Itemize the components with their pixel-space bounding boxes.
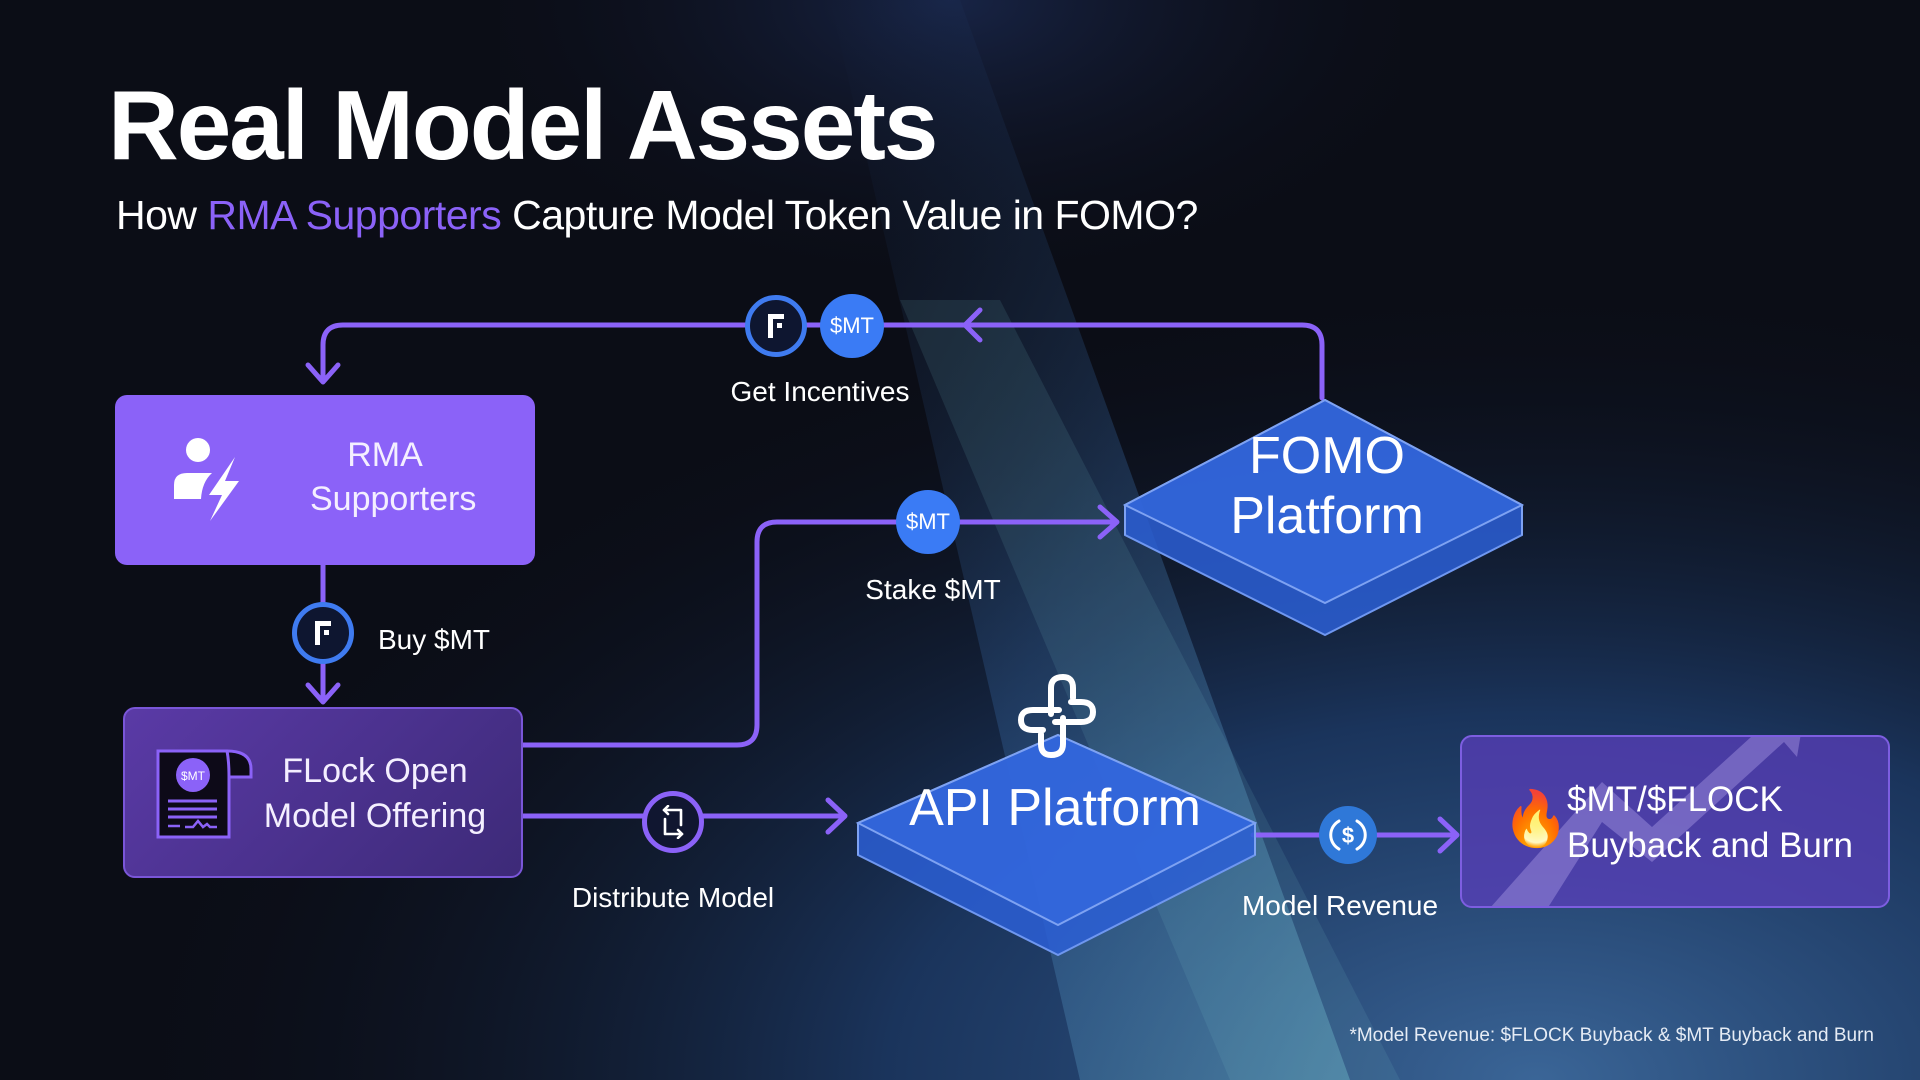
document-badge-text: $MT <box>181 769 206 783</box>
footnote: *Model Revenue: $FLOCK Buyback & $MT Buy… <box>1349 1025 1874 1046</box>
usd-coin-badge: $ <box>1319 806 1377 864</box>
flock-token-icon <box>745 295 807 357</box>
subtitle-suffix: Capture Model Token Value in FOMO? <box>501 192 1198 238</box>
fomo-line1: FOMO <box>1249 427 1405 485</box>
swap-icon <box>662 805 684 839</box>
buy-mt-label: Buy $MT <box>377 624 491 655</box>
rma-supporters-node[interactable]: RMA Supporters <box>115 395 535 565</box>
flock-line1: FLock Open <box>282 752 468 790</box>
rma-line2: Supporters <box>310 480 477 518</box>
flock-token-icon <box>292 602 354 664</box>
mt-token-icon: $MT <box>820 294 884 358</box>
flock-offering-label: FLock Open Model Offering <box>245 749 505 839</box>
rma-supporters-label: RMA Supporters <box>310 433 477 521</box>
fire-icon: 🔥 <box>1502 789 1570 849</box>
arrowhead-model-revenue <box>1437 816 1460 854</box>
api-platform-label: API Platform <box>909 779 1201 837</box>
burn-line2: Buyback and Burn <box>1567 826 1854 865</box>
subtitle-accent: RMA Supporters <box>207 192 502 238</box>
buyback-burn-node[interactable]: 🔥 $MT/$FLOCK Buyback and Burn <box>1460 735 1890 908</box>
swap-icon-badge <box>642 791 704 853</box>
rma-line1: RMA <box>347 436 423 474</box>
distribute-model-label: Distribute Model <box>571 882 775 913</box>
fomo-line2: Platform <box>1230 487 1424 545</box>
flock-offering-node[interactable]: $MT FLock Open Model Offering <box>123 707 523 878</box>
api-platform-shape[interactable] <box>853 730 1263 960</box>
stake-mt-label: Stake $MT <box>865 574 1001 605</box>
burn-line1: $MT/$FLOCK <box>1567 780 1783 819</box>
mt-token-icon: $MT <box>896 490 960 554</box>
page-subtitle: How RMA Supporters Capture Model Token V… <box>116 192 1198 239</box>
document-contract-icon: $MT <box>156 749 253 839</box>
arrowhead-distribute-model <box>825 797 848 835</box>
fomo-platform-shape[interactable] <box>1120 395 1530 640</box>
arrowhead-buy-mt <box>305 682 341 705</box>
buyback-burn-label: $MT/$FLOCK Buyback and Burn <box>1567 777 1853 869</box>
flock-link-logo-icon <box>1017 673 1097 759</box>
edge-stake-mt <box>520 519 1118 748</box>
flock-f-glyph <box>768 314 784 338</box>
svg-text:$: $ <box>1342 823 1354 848</box>
fomo-platform-label: FOMO Platform <box>1230 426 1424 546</box>
flock-f-glyph <box>315 621 331 645</box>
arrowhead-stake-mt <box>1097 504 1120 540</box>
arrowhead-get-incentives-down <box>305 362 341 385</box>
arrowhead-get-incentives-left <box>962 307 983 343</box>
user-bolt-icon <box>174 438 239 521</box>
model-revenue-label: Model Revenue <box>1241 890 1439 921</box>
page-title: Real Model Assets <box>108 70 938 180</box>
flock-line2: Model Offering <box>263 797 487 835</box>
trend-up-arrow-icon <box>1491 737 1801 906</box>
usd-coin-icon: $ <box>1329 819 1367 851</box>
subtitle-prefix: How <box>116 192 208 238</box>
get-incentives-label: Get Incentives <box>730 376 910 407</box>
